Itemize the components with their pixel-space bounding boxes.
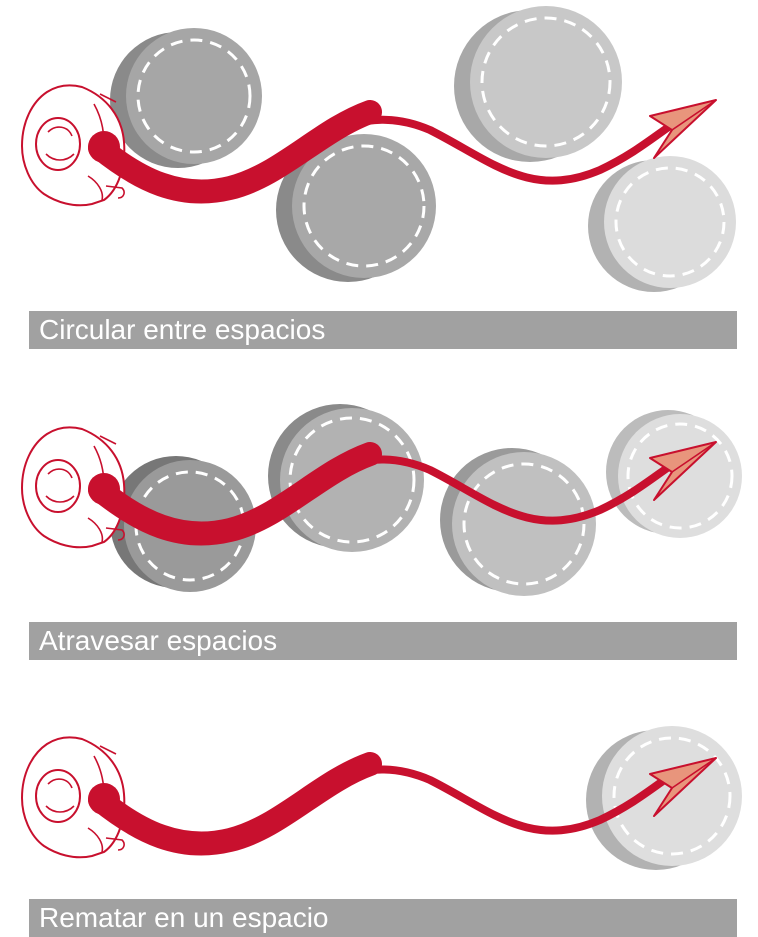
space-circle [588,156,736,292]
circulation-path-thick [88,752,382,856]
panel-rematar [21,726,742,870]
panel-circular [21,6,736,292]
space-circle [440,448,596,596]
caption-circular: Circular entre espacios [29,311,737,349]
start-dot [88,783,120,815]
circulation-path-thick [88,100,382,204]
space-circle [454,6,622,162]
circulation-path-thick [88,442,382,546]
caption-rematar: Rematar en un espacio [29,899,737,937]
space-circle [276,134,436,282]
space-circle [586,726,742,870]
start-dot [88,131,120,163]
space-circle [268,404,424,552]
panel-atravesar [21,404,742,596]
space-circle [110,28,262,168]
start-dot [88,473,120,505]
caption-atravesar: Atravesar espacios [29,622,737,660]
